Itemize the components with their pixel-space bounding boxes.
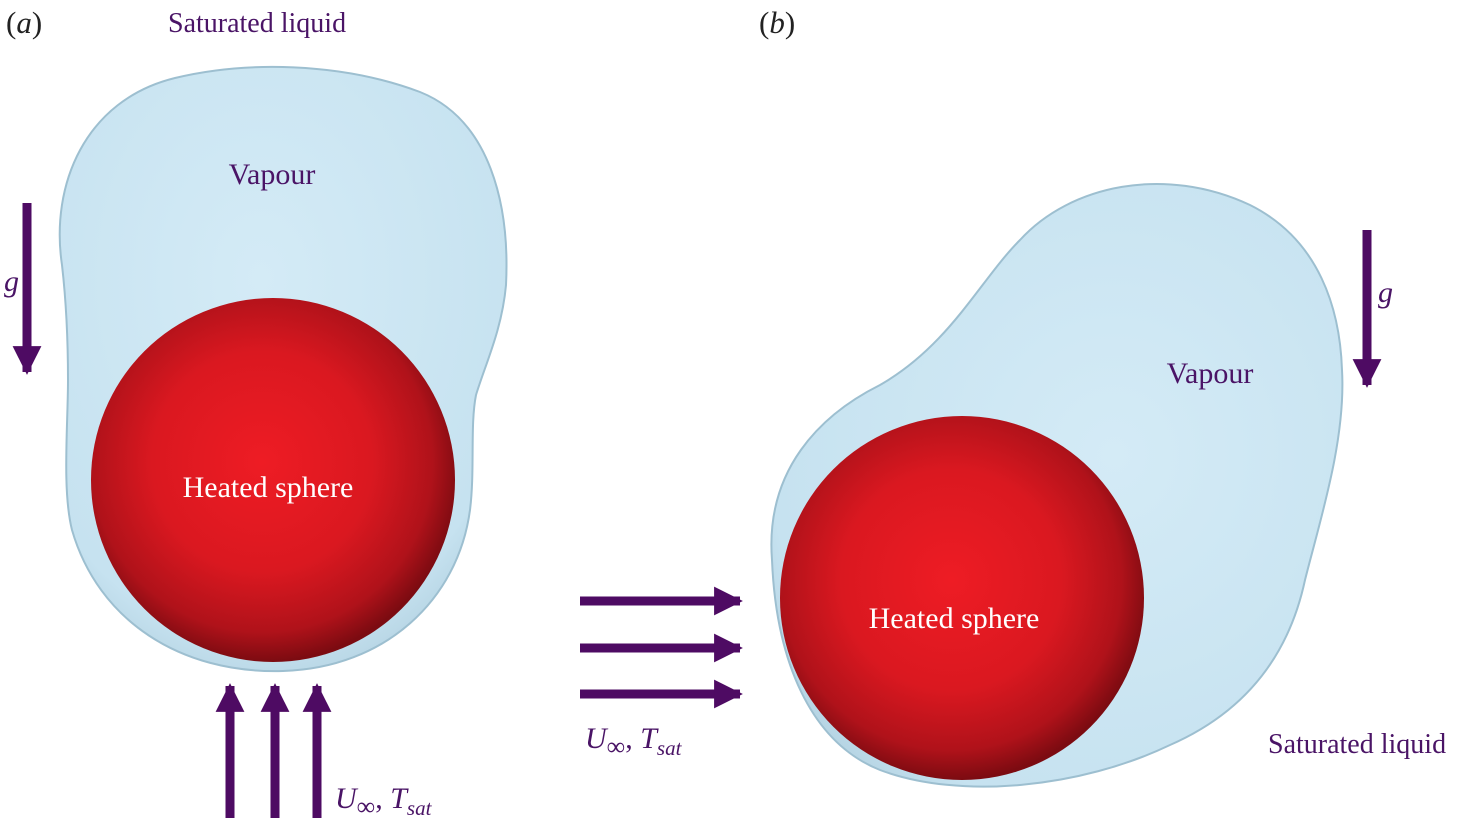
- panel-a-liquid-label: Saturated liquid: [168, 8, 346, 39]
- panel-a-vapour-label: Vapour: [229, 158, 316, 191]
- panel-b-sphere-label: Heated sphere: [869, 602, 1040, 635]
- panel-b-gravity-label: g: [1378, 276, 1393, 309]
- panel-b-flow-label: U∞, Tsat: [585, 722, 683, 761]
- panel-a: (a) Saturated liquid Vapour Heated spher…: [4, 5, 508, 821]
- panel-b-heated-sphere: [780, 416, 1144, 780]
- panel-a-gravity-label: g: [4, 265, 19, 298]
- panel-b-tag: (b): [759, 5, 795, 40]
- panel-a-heated-sphere: [91, 298, 455, 662]
- panel-b: (b) Vapour Heated sphere g U∞, Tsat Satu…: [580, 5, 1446, 788]
- panel-b-liquid-label: Saturated liquid: [1268, 729, 1446, 760]
- panel-b-vapour-label: Vapour: [1167, 357, 1254, 390]
- panel-a-tag: (a): [6, 5, 42, 40]
- panel-a-sphere-label: Heated sphere: [183, 471, 354, 504]
- panel-a-flow-label: U∞, Tsat: [335, 782, 433, 821]
